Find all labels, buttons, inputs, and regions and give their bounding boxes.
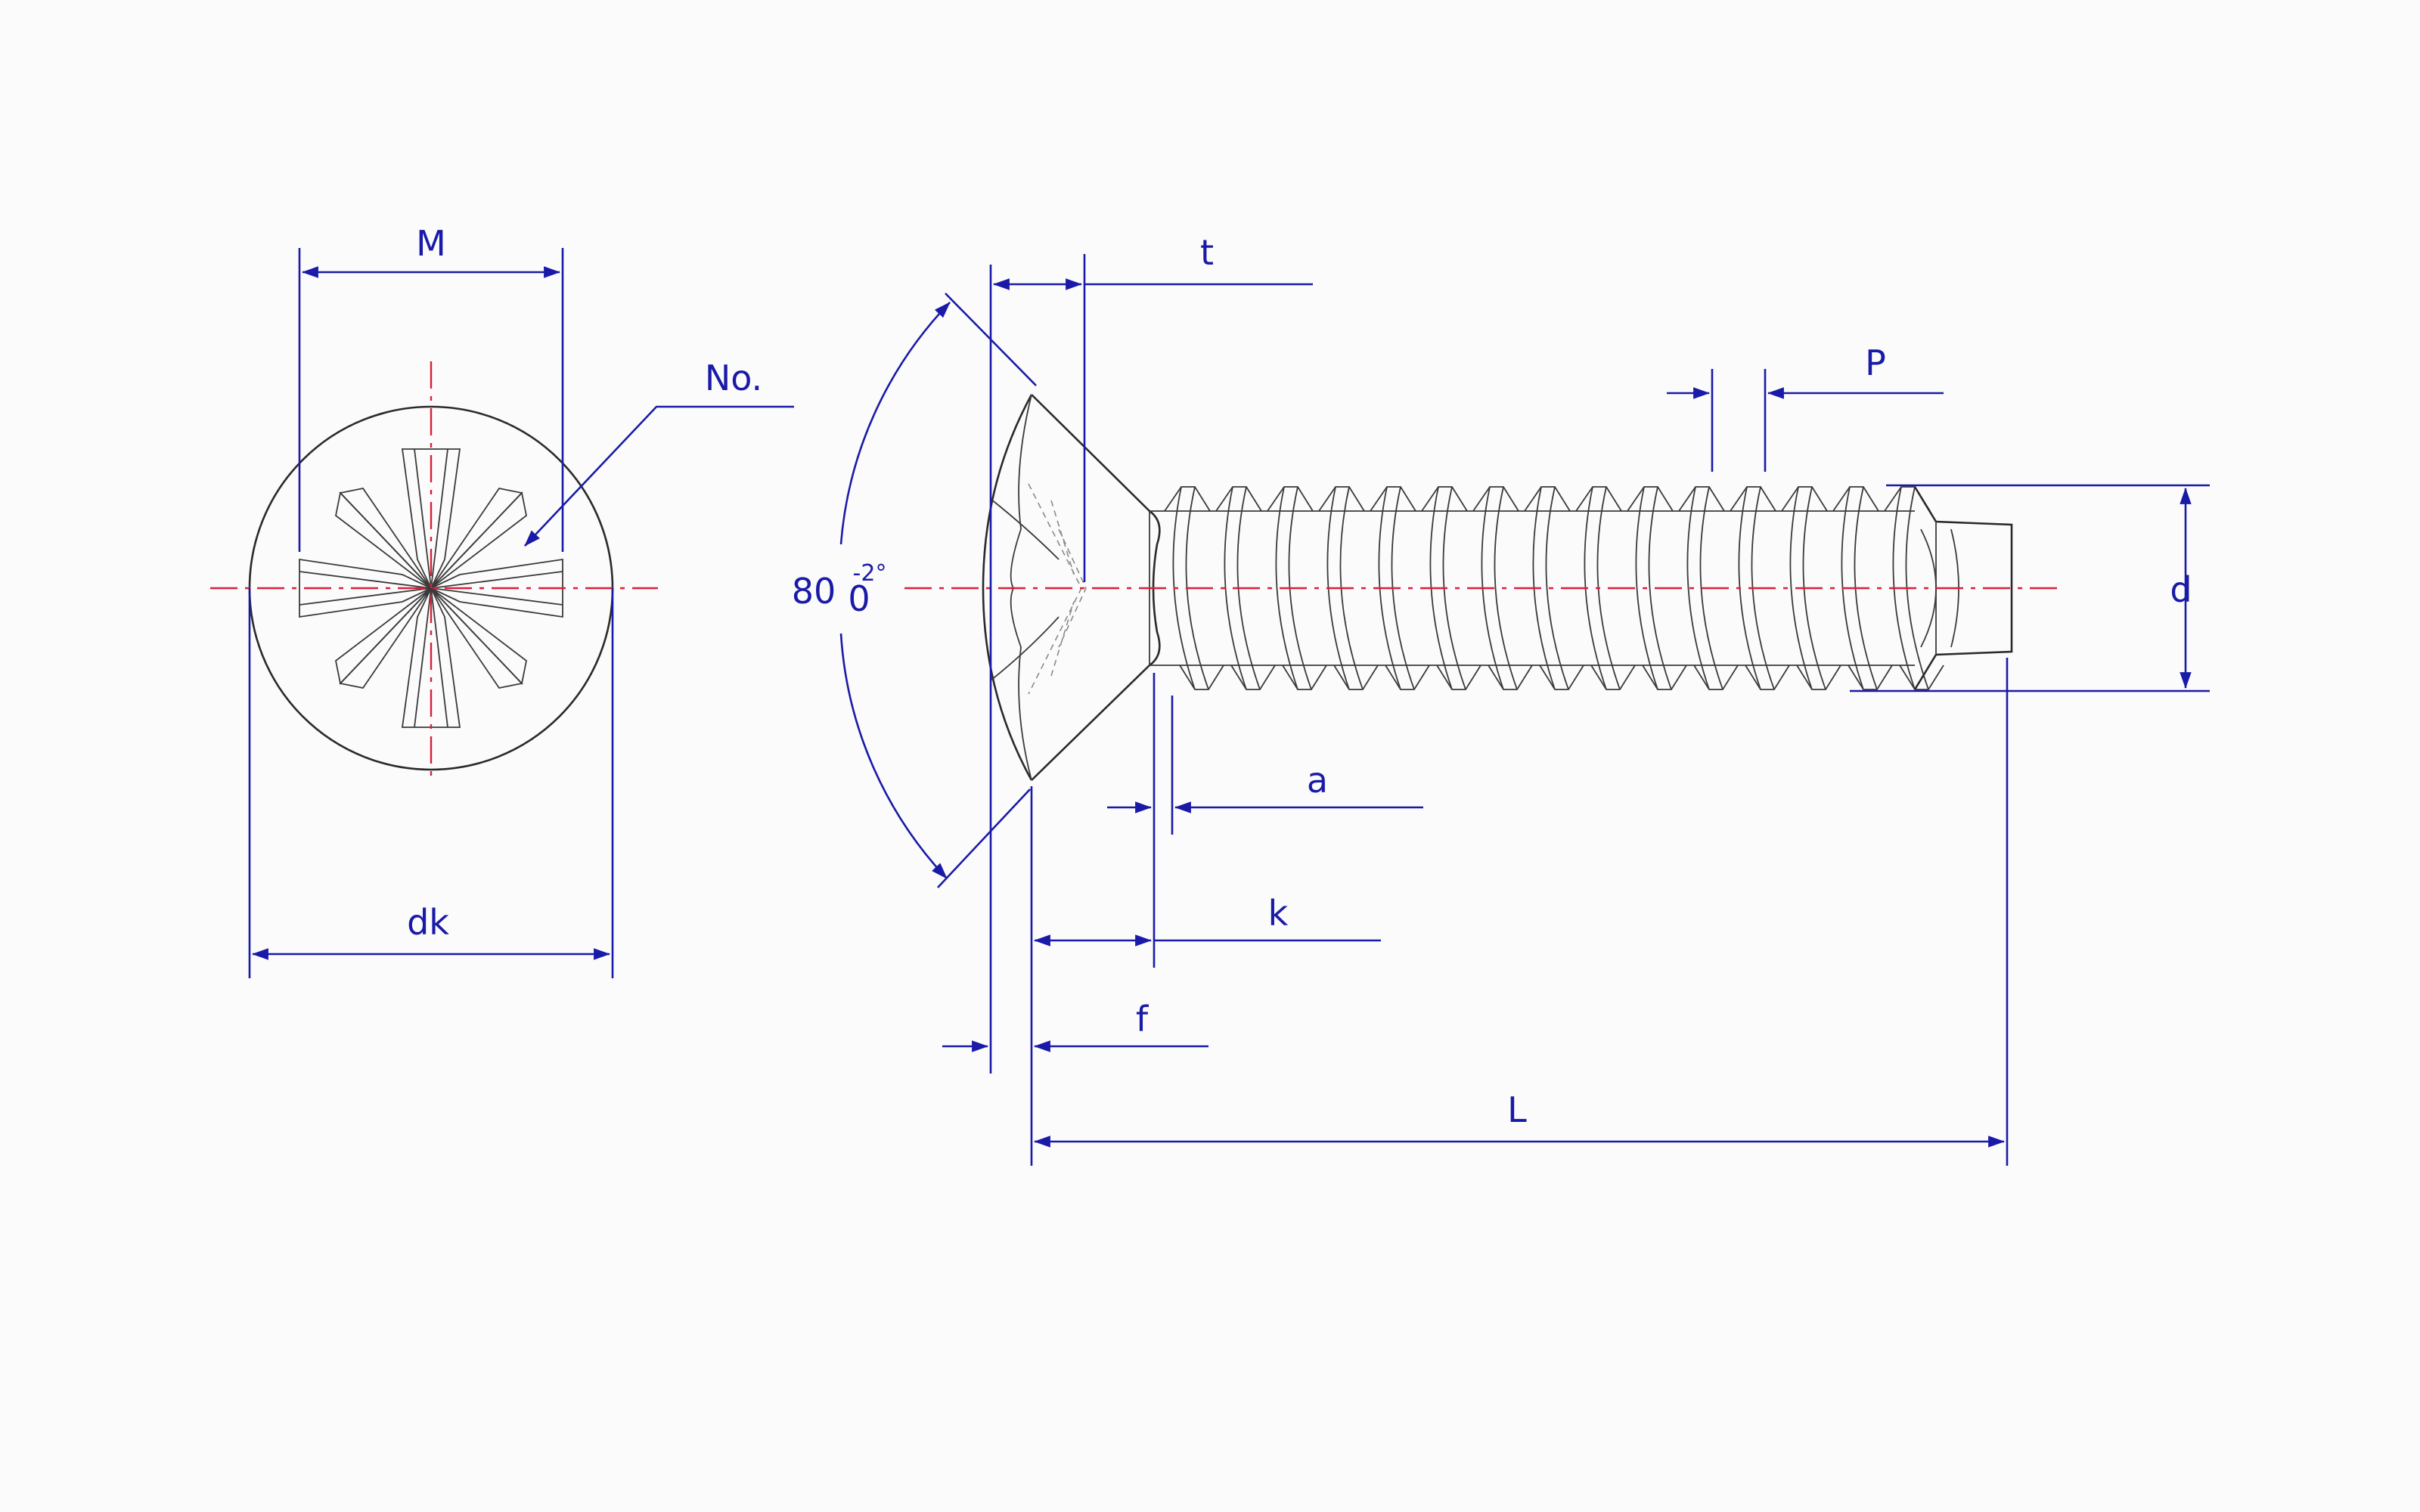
thread-crest-top (1832, 486, 1879, 512)
thread-crest-bottom (1179, 665, 1224, 690)
thread-crest-bottom (1385, 665, 1430, 690)
thread-crest-top (1730, 486, 1776, 512)
thread-crest-top (1421, 486, 1468, 512)
thread-crest-bottom (1436, 665, 1481, 690)
thread-crest-top (1524, 486, 1571, 512)
dimension-k: k (1030, 786, 1381, 1166)
thread-flank (1789, 486, 1813, 690)
label-angle-tol-upper: -2° (853, 560, 887, 587)
thread-flank (1648, 486, 1672, 690)
dimension-M: M (298, 223, 564, 552)
label-No: No. (705, 358, 762, 398)
label-d: d (2170, 569, 2192, 610)
dimension-f: f (942, 999, 1208, 1052)
pozidriv-recess (299, 448, 563, 728)
thread-flank (1494, 486, 1518, 690)
label-angle-tol-lower: 0 (848, 578, 870, 619)
thread-crest-top (1267, 486, 1314, 512)
thread-flank (1635, 486, 1658, 690)
thread-crest-top (1370, 486, 1416, 512)
thread-flank (1224, 486, 1247, 690)
thread-crest-bottom (1488, 665, 1533, 690)
head-top-view (210, 361, 658, 782)
dimension-dk: dk (248, 588, 614, 978)
label-L: L (1507, 1089, 1527, 1130)
label-k: k (1268, 893, 1289, 934)
label-dk: dk (407, 902, 449, 943)
thread-crest-top (1318, 486, 1365, 512)
thread-crest-bottom (1333, 665, 1379, 690)
leader-No: No. (524, 358, 794, 547)
thread-crest-top (1472, 486, 1519, 512)
thread-crest-top (1627, 486, 1674, 512)
thread-flank (1699, 486, 1723, 690)
thread-crest-bottom (1642, 665, 1687, 690)
thread-crest-bottom (1693, 665, 1739, 690)
thread-flank (1275, 486, 1298, 690)
label-t: t (1200, 232, 1214, 273)
label-a: a (1307, 760, 1328, 801)
thread-crest-top (1164, 486, 1211, 512)
label-angle-value: 80 (792, 571, 836, 612)
thread-flank (1545, 486, 1569, 690)
thread-crest-top (1215, 486, 1262, 512)
thread-crest-bottom (1848, 665, 1893, 690)
thread-crest-top (1678, 486, 1725, 512)
thread-crest-bottom (1282, 665, 1327, 690)
thread-flank (1686, 486, 1710, 690)
dimension-L: L (1033, 658, 2009, 1166)
dimension-angle: 80 -2° 0 (792, 293, 1037, 888)
thread-crest-bottom (1230, 665, 1276, 690)
screw-side-view (904, 394, 2065, 781)
thread-crest-bottom (1745, 665, 1790, 690)
thread-crest-top (1781, 486, 1828, 512)
thread-crest-bottom (1796, 665, 1841, 690)
thread-crest-bottom (1590, 665, 1636, 690)
thread-crest-bottom (1899, 665, 1944, 690)
dimension-d: d (1850, 484, 2210, 692)
label-P: P (1865, 342, 1886, 383)
label-M: M (416, 223, 446, 264)
label-f: f (1136, 999, 1150, 1040)
dimension-t: t (989, 232, 1313, 1074)
thread-crest-top (1575, 486, 1622, 512)
thread-crest-bottom (1539, 665, 1584, 690)
dimension-a: a (1107, 673, 1423, 968)
dimension-P: P (1667, 342, 1944, 472)
